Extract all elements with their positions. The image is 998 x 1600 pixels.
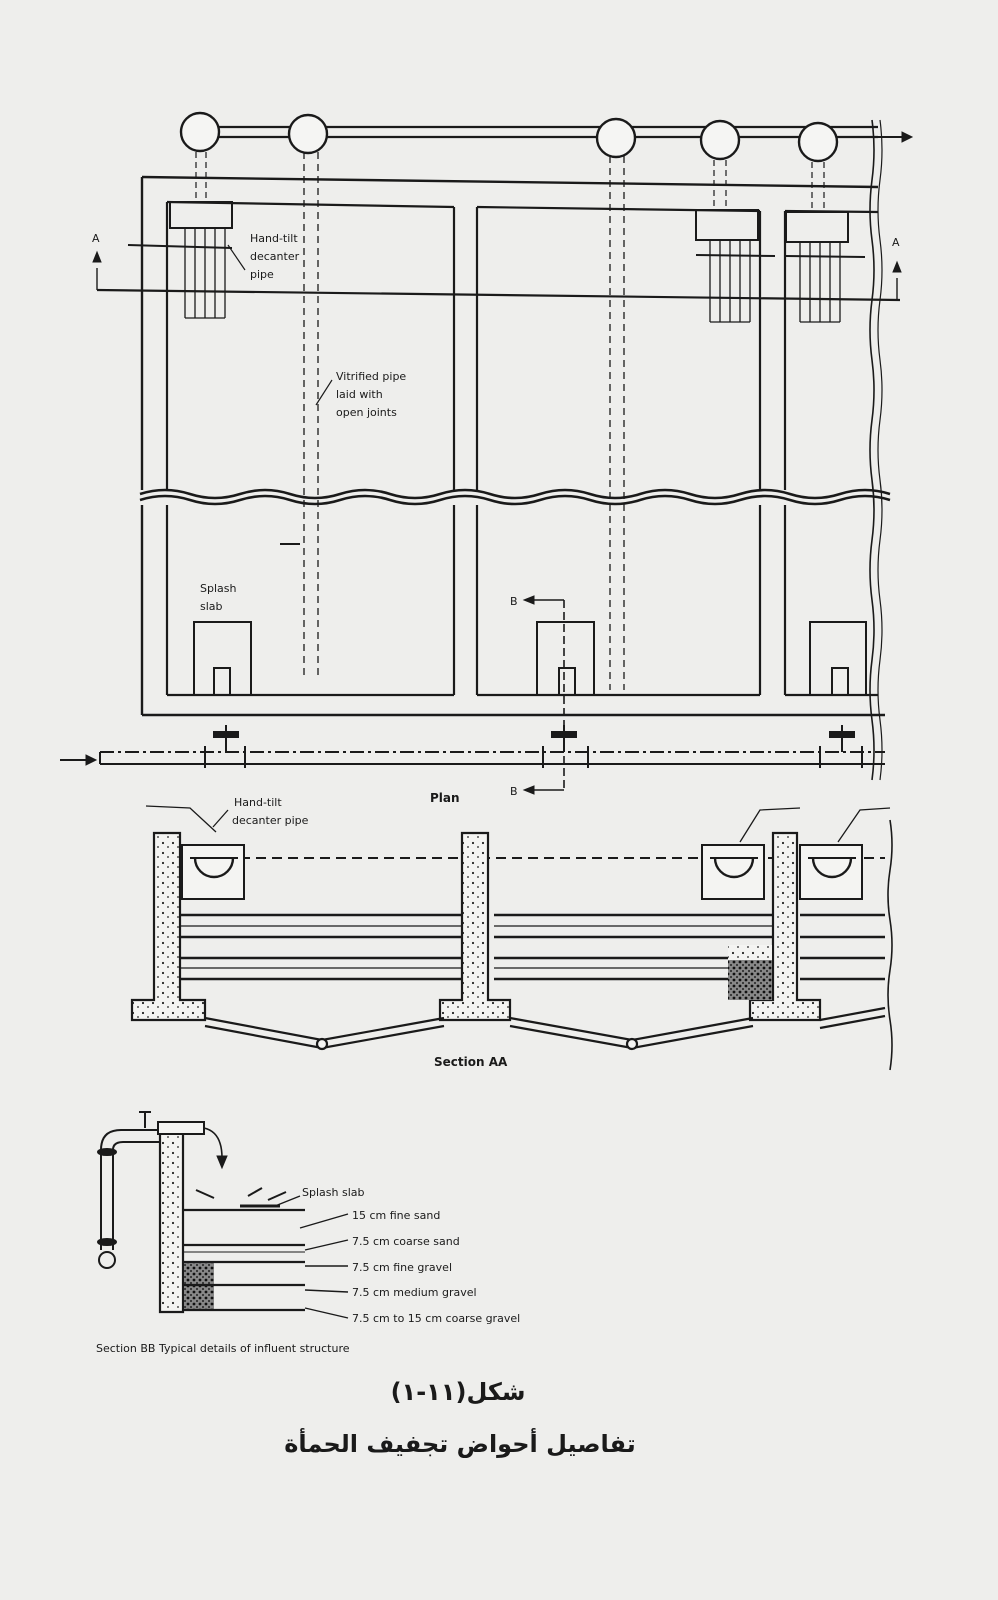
- section-bb-labels: Splash slab 15 cm fine sand 7.5 cm coars…: [96, 1186, 520, 1355]
- break-line-middle: [139, 488, 891, 506]
- section-aa-labels: Hand-tilt decanter pipe Section AA: [232, 796, 508, 1069]
- section-a-right-arrow-icon: [892, 260, 902, 273]
- header-pipe: [218, 125, 878, 139]
- decanter-box-1: [127, 201, 233, 319]
- bb-layer-2: 7.5 cm coarse sand: [352, 1235, 460, 1248]
- aa-wall-left: [130, 831, 207, 1022]
- bb-splash-slab: [195, 1187, 287, 1208]
- aa-decanter-2: [701, 844, 765, 900]
- plan-decanter-label-2: decanter: [250, 250, 300, 263]
- plan-decanter-label-3: pipe: [250, 268, 274, 281]
- section-bb-caption: Section BB Typical details of influent s…: [96, 1342, 350, 1355]
- manifold-5: [797, 121, 839, 163]
- aa-wall-middle: [438, 831, 512, 1022]
- section-bb-view: [97, 1111, 349, 1319]
- plan-view: [60, 111, 914, 795]
- section-b-top-arrow-icon: [522, 595, 535, 605]
- splash-slab-3: [809, 621, 867, 696]
- outlet-arrow-icon: [901, 131, 914, 143]
- section-line-a: [96, 288, 901, 302]
- plan-splash-label-1: Splash: [200, 582, 236, 595]
- bb-layer-3: 7.5 cm fine gravel: [352, 1261, 452, 1274]
- figure-title: تفاصيل أحواض تجفيف الحمأة: [284, 1428, 636, 1458]
- aa-break-line-right: [887, 819, 893, 1071]
- bb-layer-5: 7.5 cm to 15 cm coarse gravel: [352, 1312, 520, 1325]
- aa-decanter-label-1: Hand-tilt: [234, 796, 282, 809]
- bb-wall: [158, 1126, 185, 1314]
- sludge-feed-main: [99, 751, 885, 765]
- drying-bed-2: [475, 205, 762, 697]
- bed-outer-wall: [140, 175, 885, 717]
- decanter-box-2: [695, 209, 776, 323]
- feed-valves: [204, 725, 863, 768]
- vitrified-label-1: Vitrified pipe: [336, 370, 406, 383]
- manifold-3: [595, 117, 637, 159]
- break-line-right: [869, 119, 875, 781]
- aa-gravel-detail: [728, 960, 772, 1000]
- vitrified-pipe-1: [303, 152, 319, 680]
- section-aa-view: [130, 805, 893, 1071]
- bb-leader-lines: [274, 1195, 349, 1319]
- section-b-top-letter: B: [510, 595, 518, 608]
- section-line-b: [530, 599, 565, 791]
- vitrified-label-2: laid with: [336, 388, 383, 401]
- bb-feed-pipe: [97, 1111, 163, 1269]
- bb-splash-label: Splash slab: [302, 1186, 364, 1199]
- bb-layer-1: 15 cm fine sand: [352, 1209, 440, 1222]
- manifold-1: [179, 111, 221, 153]
- section-a-left-arrow-icon: [92, 250, 102, 263]
- manifold-2: [287, 113, 329, 155]
- plan-splash-label-2: slab: [200, 600, 223, 613]
- section-a-left-letter: A: [92, 232, 100, 245]
- splash-slab-2: [536, 621, 595, 696]
- figure-number: شكل(١١-١): [391, 1378, 526, 1406]
- decanter-box-3: [785, 211, 866, 323]
- aa-decanter-label-2: decanter pipe: [232, 814, 309, 827]
- inlet-arrow-icon: [85, 754, 98, 766]
- bb-filter-layers: [183, 1208, 305, 1312]
- splash-slab-1: [193, 621, 252, 696]
- aa-decanter-3: [799, 844, 863, 900]
- section-aa-caption: Section AA: [434, 1055, 508, 1069]
- bb-layer-4: 7.5 cm medium gravel: [352, 1286, 477, 1299]
- vitrified-label-3: open joints: [336, 406, 397, 419]
- section-b-bottom-arrow-icon: [522, 785, 535, 795]
- manifold-4: [699, 119, 741, 161]
- section-b-bottom-letter: B: [510, 785, 518, 798]
- aa-underdrain: [204, 1006, 886, 1051]
- aa-decanter-1: [181, 844, 245, 900]
- bb-flow-arrow-icon: [216, 1155, 228, 1170]
- plan-decanter-label-1: Hand-tilt: [250, 232, 298, 245]
- section-a-right-letter: A: [892, 236, 900, 249]
- header-manifolds: [179, 111, 839, 163]
- plan-labels: Hand-tilt decanter pipe Vitrified pipe l…: [92, 232, 900, 805]
- plan-caption: Plan: [430, 791, 460, 805]
- vitrified-pipe-2: [609, 156, 625, 690]
